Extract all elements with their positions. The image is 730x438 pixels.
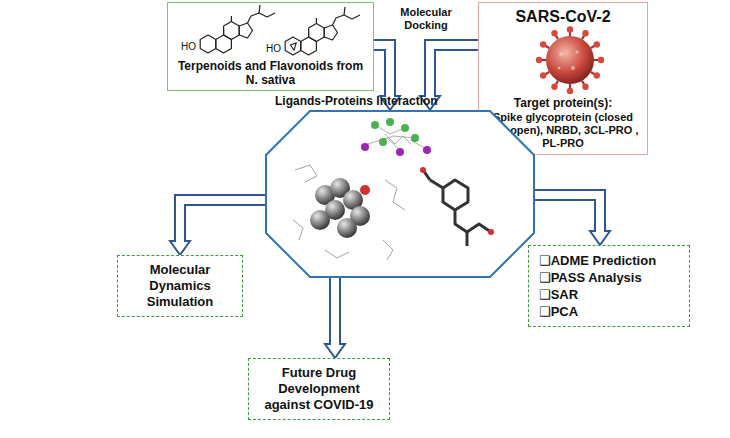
node-text: Molecular Dynamics Simulation xyxy=(124,262,236,310)
analysis-box: ❑ADME Prediction❑PASS Analysis❑SAR❑PCA xyxy=(528,245,690,327)
arrow-head xyxy=(325,344,345,358)
outcome-box: Molecular Dynamics Simulation xyxy=(117,255,243,317)
node-text: Future Drug Development against COVID-19 xyxy=(257,365,381,413)
node-subtext: ❑PCA xyxy=(539,303,679,320)
protein-residues xyxy=(293,165,405,260)
arrow-outline xyxy=(180,200,265,241)
block-arrow xyxy=(170,200,265,255)
node-text: Terpenoids and Flavonoids from N. sativa xyxy=(172,59,369,87)
node-subtext: ❑PASS Analysis xyxy=(539,269,679,286)
stick-atoms xyxy=(420,167,494,235)
interaction-octagon: Ligands-Proteins Interaction xyxy=(265,92,535,278)
edge-label: Molecular Docking xyxy=(378,6,474,32)
arrow-fill xyxy=(331,278,339,346)
node-text: SARS-CoV-2 xyxy=(485,7,641,26)
sphere-ligand xyxy=(310,178,370,238)
arrow-head xyxy=(170,241,190,255)
block-arrow xyxy=(325,278,345,358)
node-text: Ligands-Proteins Interaction xyxy=(265,92,535,110)
stick-ligand xyxy=(423,170,491,246)
node-subtext: ❑SAR xyxy=(539,286,679,303)
node-subtext: Target protein(s): xyxy=(485,96,641,111)
arrow-outline xyxy=(535,195,600,231)
arrow-fill xyxy=(180,200,265,243)
arrow-outline xyxy=(430,45,478,96)
arrow-head xyxy=(590,231,610,245)
arrow-fill xyxy=(430,45,478,98)
steroid-structure xyxy=(200,5,275,53)
arrow-fill xyxy=(535,195,600,233)
node-text: ❑ADME Prediction xyxy=(539,252,679,269)
block-arrow xyxy=(535,195,610,245)
future-box: Future Drug Development against COVID-19 xyxy=(248,358,390,420)
atom-label: HO xyxy=(266,43,281,55)
virus-illustration xyxy=(485,26,655,96)
atom-label: HO xyxy=(181,41,196,53)
steroid-structure xyxy=(285,7,360,55)
octagon-outline xyxy=(265,110,535,278)
interaction-dots xyxy=(361,118,431,156)
arrow-fill xyxy=(374,45,390,98)
